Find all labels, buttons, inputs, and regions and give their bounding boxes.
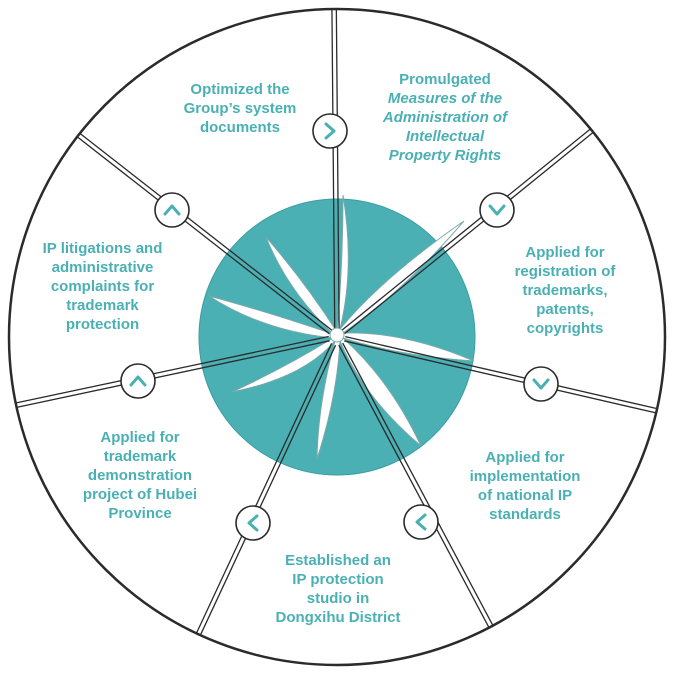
spoke-line [345,336,658,410]
segment-line: trademark [103,448,177,465]
segment-line: Province [108,505,172,522]
segment-line: IP protection [292,571,384,588]
center-hub [329,327,345,343]
spoke-line [344,340,657,414]
chevron-icon [235,505,271,541]
chevron-icon [403,504,439,540]
segment-line: trademarks, [522,282,608,299]
chevron-icon [120,363,156,399]
segment-ip-measures: Promulgated Measures of the Administrati… [345,70,545,165]
segment-line: registration of [514,263,616,280]
segment-line: Promulgated [399,71,491,88]
segment-registration: Applied for registration of trademarks, … [480,243,650,338]
spoke-line [15,335,329,404]
chevron-badges [120,113,559,541]
segment-line: of national IP [477,487,573,504]
spokes [15,8,658,636]
spoke-line [79,132,333,331]
segment-line: Group’s system [183,100,297,117]
segment-line: standards [489,506,561,523]
segment-litigation: IP litigations and administrative compla… [15,239,190,334]
center-star [208,194,475,460]
segment-ip-studio: Established an IP protection studio in D… [243,551,433,627]
spoke-line [341,128,591,331]
segment-line: Applied for [100,429,180,446]
segment-line: project of Hubei [82,486,198,503]
segment-line: demonstration [87,467,193,484]
segment-line: IP litigations and [42,240,163,257]
chevron-icon [479,192,515,228]
spoke-line [331,9,336,330]
segment-line: Applied for [485,449,565,466]
segment-line: trademark [66,297,139,314]
segment-italic-line: Administration of [382,109,508,126]
segment-line: Applied for [525,244,605,261]
segment-line: documents [199,119,280,136]
spoke-line [195,343,333,634]
segment-line: Optimized the [190,81,290,98]
segment-line: Established an [285,552,391,569]
spoke-line [199,344,337,636]
segment-italic-line: Property Rights [388,147,502,164]
spoke-line [16,340,330,408]
segment-line: copyrights [526,320,604,337]
chevron-icon [312,113,348,149]
segment-system-documents: Optimized the Group’s system documents [150,80,330,137]
chevron-icon [154,192,190,228]
segment-italic-line: Intellectual [405,128,485,145]
segment-national-standards: Applied for implementation of national I… [440,448,610,524]
segment-line: implementation [469,468,581,485]
spoke-line [344,131,594,335]
segment-line: protection [65,316,140,333]
segment-italic-line: Measures of the [387,90,503,107]
chevron-icon [523,366,559,402]
segment-hubei-demo: Applied for trademark demonstration proj… [50,428,230,523]
segment-line: administrative [51,259,154,276]
segment-line: complaints for [50,278,155,295]
spoke-line [335,8,340,329]
spoke-line [338,344,490,628]
segment-line: studio in [306,590,370,607]
spoke-line [342,342,494,626]
segment-line: Dongxihu District [275,609,401,626]
spoke-line [76,136,330,335]
segment-line: patents, [536,301,594,318]
